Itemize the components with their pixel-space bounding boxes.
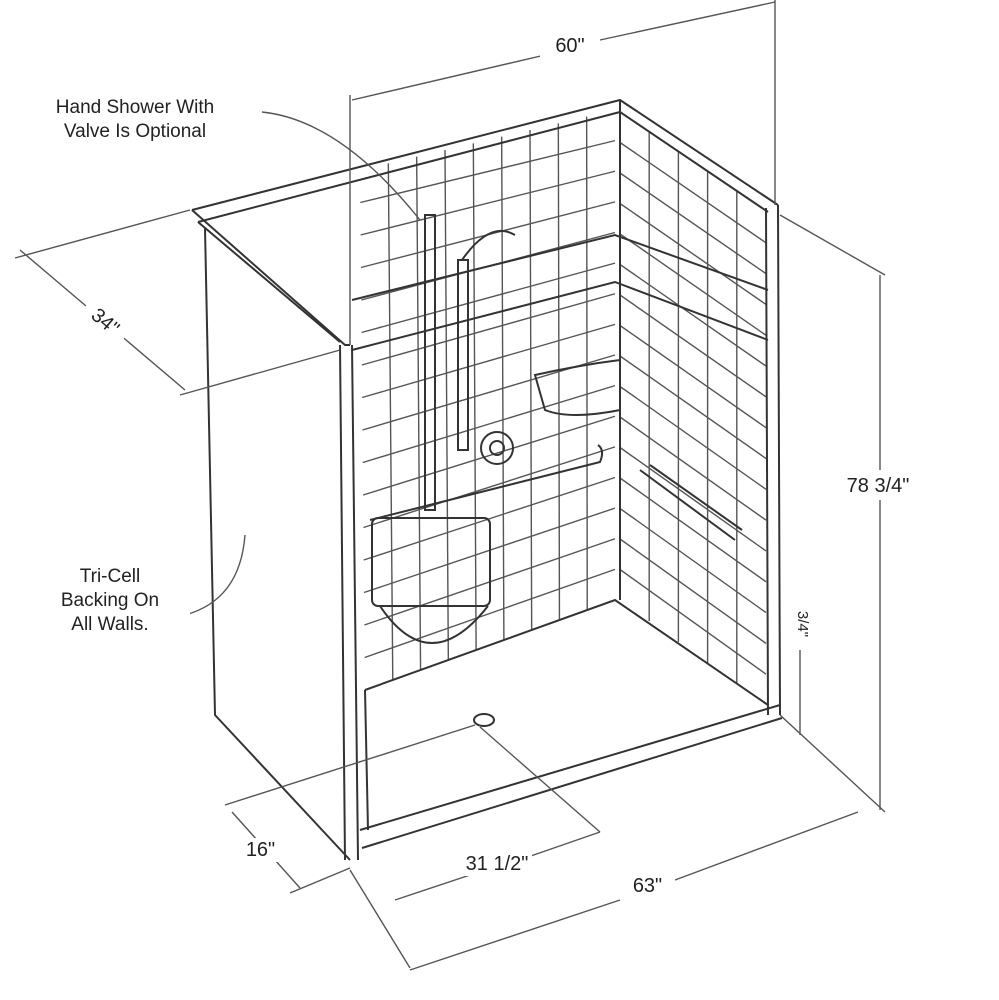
tile-line [363,476,616,561]
wall-tiles [360,116,767,684]
tile-line [619,385,767,490]
note-line: Backing On [60,590,160,611]
note-line: Tri-Cell [79,566,141,587]
tile-line [360,170,616,236]
note-line: All Walls. [71,614,149,635]
grab-bar-side [639,469,736,541]
tile-line [619,141,767,244]
tile-line [362,384,616,464]
drain [473,713,495,727]
dim-drain-offset: 31 1/2" [462,852,532,876]
tile-line [619,202,767,306]
tile-line [362,415,616,496]
dim-threshold: 3/4" [790,604,814,644]
tile-line [363,446,616,529]
tile-line [619,446,767,552]
grab-bar-back [369,444,604,521]
grab-bar-vertical [424,214,436,511]
tile-line [619,507,767,614]
tile-line [619,477,767,583]
tile-line [619,263,767,367]
corner-seat [533,358,621,416]
tile-line [619,294,767,398]
tile-line [364,568,616,659]
dim-width-top: 60" [540,34,600,58]
tile-line [619,568,767,675]
note-line: Valve Is Optional [63,121,207,142]
hand-shower-note: Hand Shower With Valve Is Optional [10,96,260,144]
valve [480,431,514,465]
slide-bar [457,259,469,451]
tile-line [361,323,616,399]
shower-shell [191,98,783,861]
tile-line [361,293,616,366]
dim-width-bottom: 63" [620,874,675,898]
tile-line [361,262,616,334]
tile-line [619,324,767,429]
tile-line [619,538,767,644]
dim-height: 78 3/4" [838,474,918,498]
tile-line [619,172,767,275]
fold-down-seat [371,517,491,607]
tile-line [360,139,616,204]
note-line: Hand Shower With [55,97,215,118]
tile-line [619,355,767,460]
dimension-lines [14,0,886,971]
tile-line [619,416,767,521]
hand-shower-head [461,230,516,261]
tile-line [619,233,767,336]
tricell-note: Tri-Cell Backing On All Walls. [30,565,190,637]
dim-front-depth: 16" [238,838,283,862]
